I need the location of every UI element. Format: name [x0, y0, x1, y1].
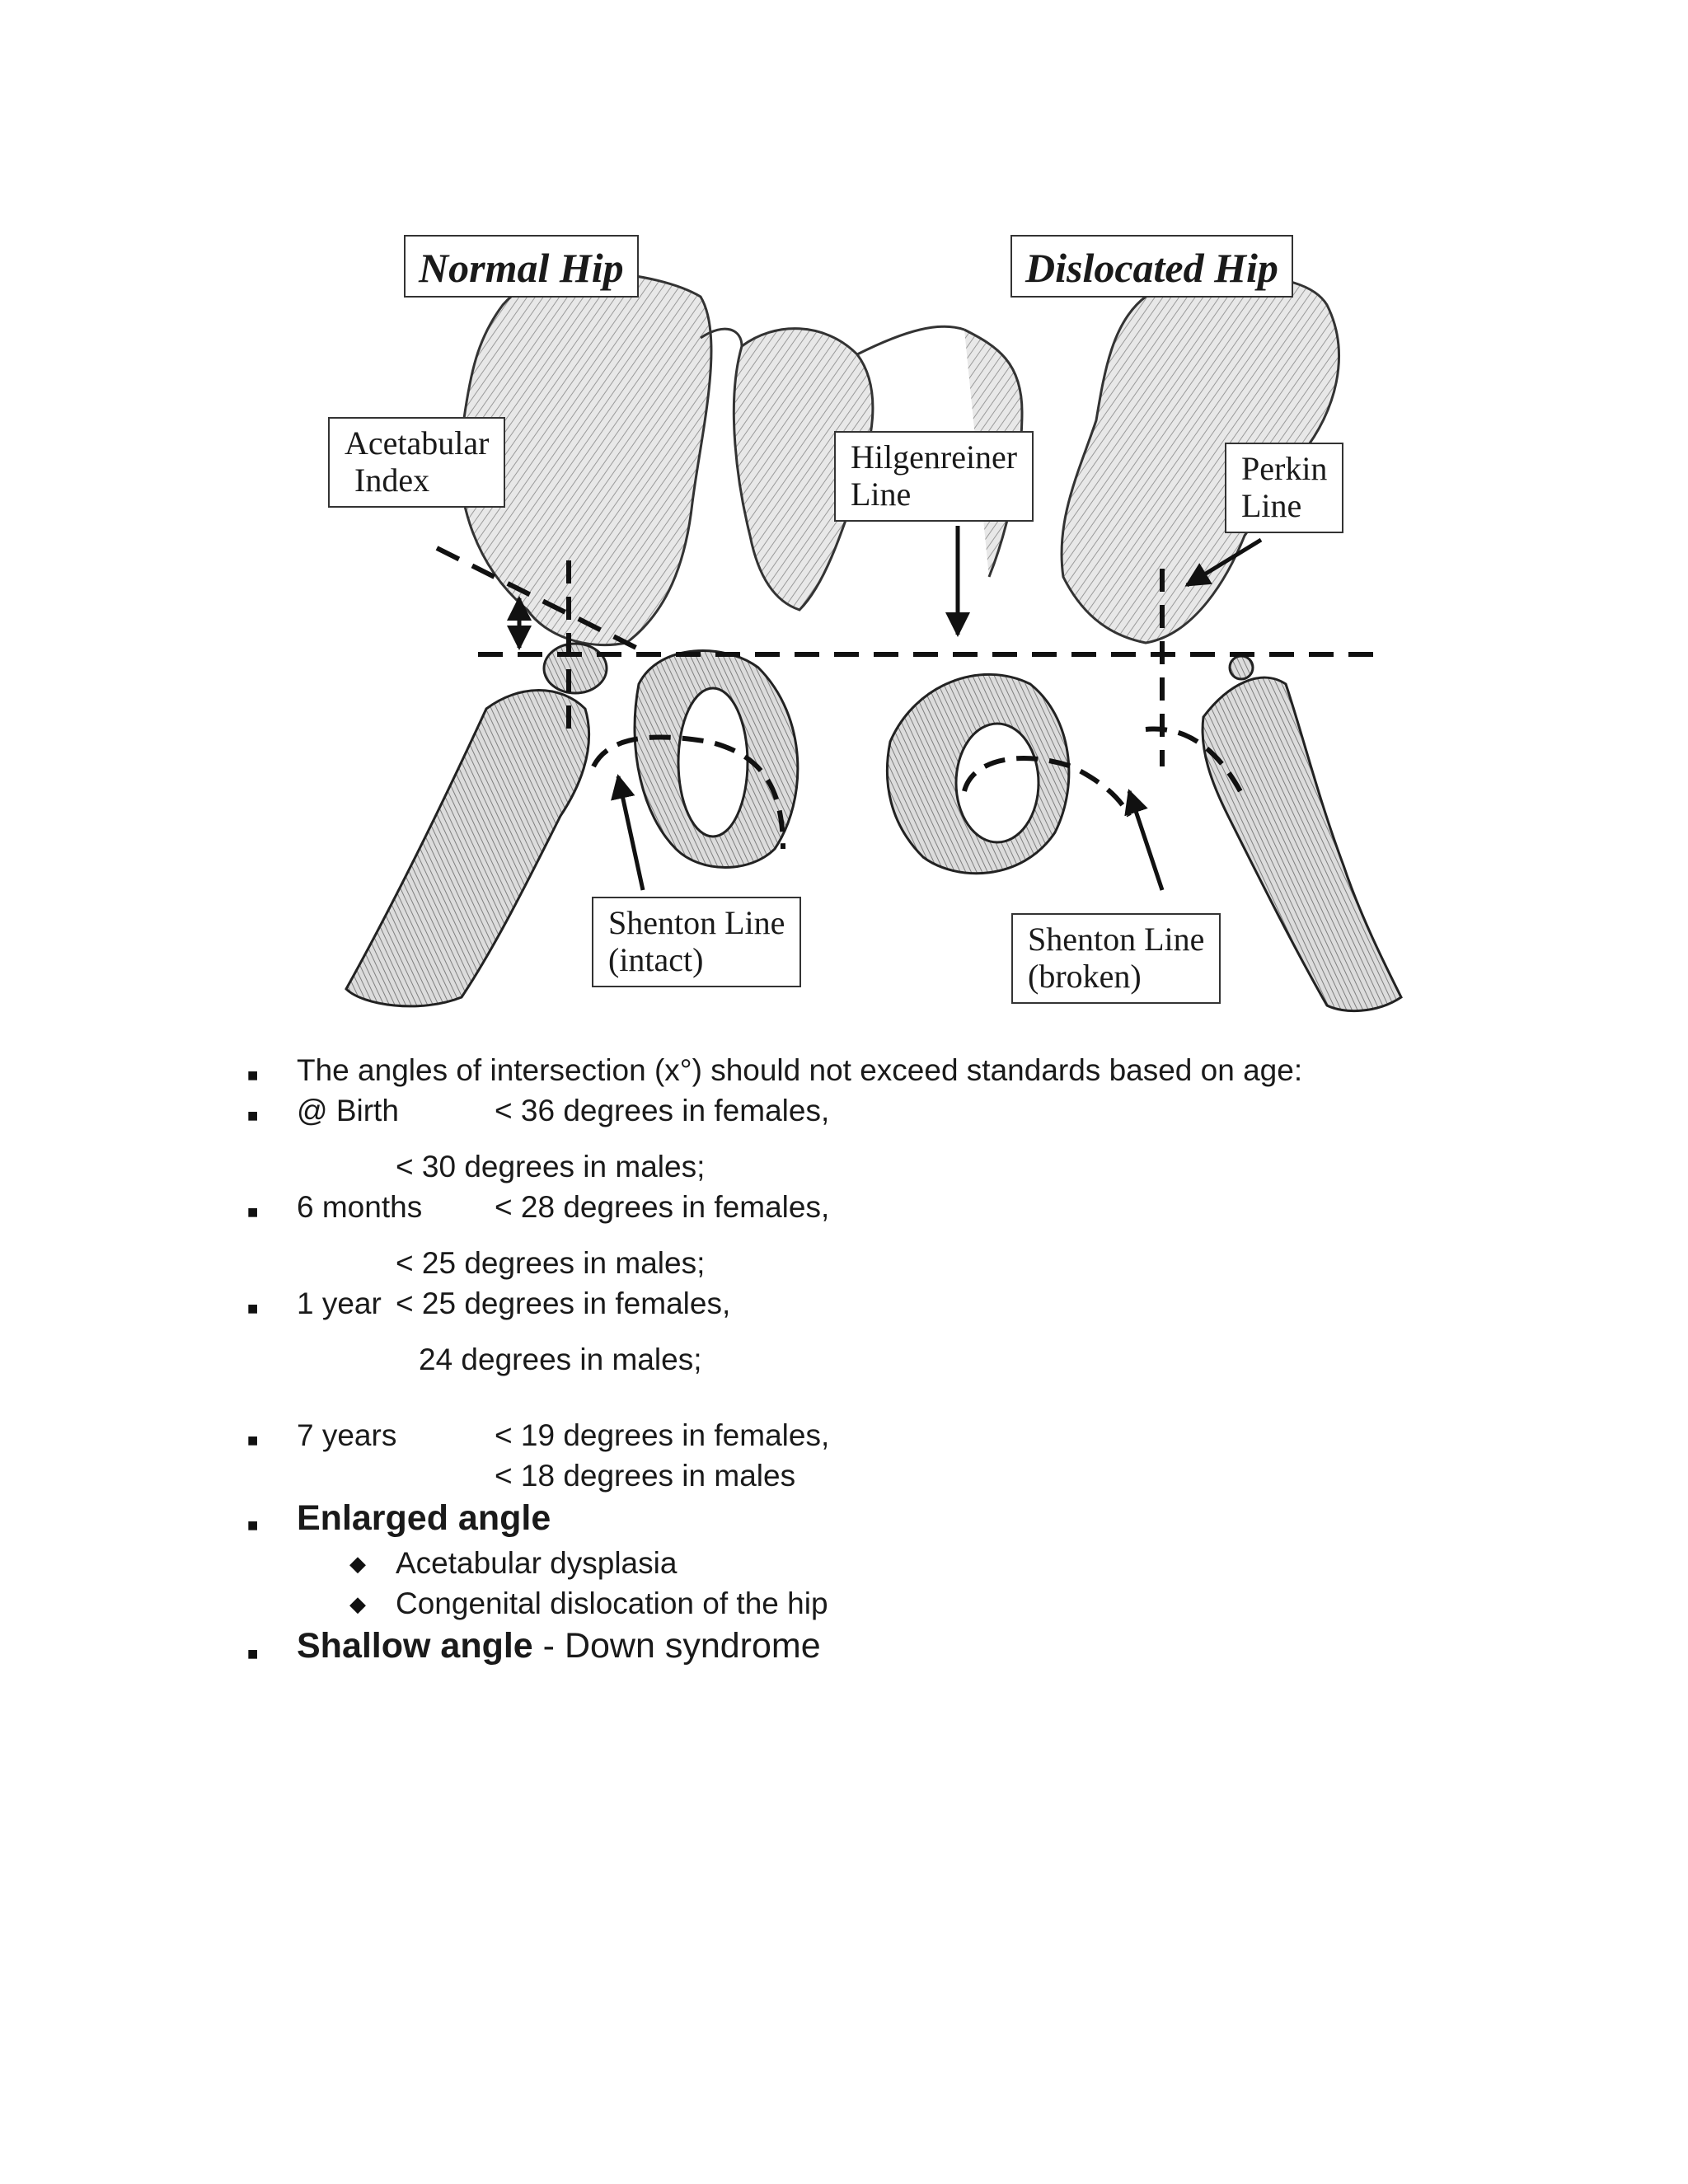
one-year-label: 1 year [297, 1286, 382, 1320]
pelvis-illustration [345, 271, 1403, 1013]
right-femur [1201, 676, 1403, 1013]
right-iliac-wing [1060, 274, 1340, 644]
seven-years-female: < 19 degrees in females, [495, 1418, 830, 1452]
diamond-icon: ◆ [349, 1591, 366, 1616]
hilgenreiner-line-label: Hilgenreiner Line [834, 431, 1034, 522]
enlarged-item: Congenital dislocation of the hip [396, 1586, 828, 1620]
six-months-label: 6 months [297, 1190, 423, 1224]
shenton-broken-label: Shenton Line (broken) [1011, 913, 1221, 1004]
normal-hip-label: Normal Hip [404, 235, 639, 298]
sacrum [732, 327, 874, 612]
dislocated-hip-label: Dislocated Hip [1010, 235, 1293, 298]
shenton-intact-label: Shenton Line (intact) [592, 897, 802, 987]
seven-years-male: < 18 degrees in males [495, 1459, 796, 1493]
bullet-icon: ■ [247, 1430, 259, 1451]
six-months-male: < 25 degrees in males; [396, 1246, 706, 1280]
shenton-intact-arc [591, 734, 785, 850]
intro-text: The angles of intersection (x°) should n… [297, 1053, 1303, 1087]
left-femur [345, 689, 591, 1008]
shallow-angle-text: - Down syndrome [532, 1626, 821, 1666]
bullet-icon: ■ [247, 1065, 259, 1085]
shenton-broken-arc [962, 756, 1132, 818]
bullet-icon: ■ [247, 1202, 259, 1222]
one-year-female: < 25 degrees in females, [396, 1286, 731, 1320]
enlarged-angle-heading: Enlarged angle [297, 1498, 551, 1538]
birth-label: @ Birth [297, 1094, 399, 1127]
acetabular-index-label: Acetabular Index [328, 417, 506, 508]
shallow-angle-line: Shallow angle - Down syndrome [297, 1626, 821, 1666]
birth-male: < 30 degrees in males; [396, 1150, 706, 1183]
bullet-icon: ■ [247, 1515, 259, 1535]
diamond-icon: ◆ [349, 1551, 366, 1576]
bullet-icon: ■ [247, 1298, 259, 1319]
hip-diagram: Normal Hip Dislocated Hip Acetabular Ind… [313, 223, 1418, 1014]
shallow-angle-heading: Shallow angle [297, 1626, 533, 1666]
bullet-icon: ■ [247, 1105, 259, 1126]
enlarged-item: Acetabular dysplasia [396, 1546, 678, 1580]
birth-female: < 36 degrees in females, [495, 1094, 830, 1127]
six-months-female: < 28 degrees in females, [495, 1190, 830, 1224]
perkin-line-label: Perkin Line [1225, 443, 1344, 533]
one-year-male: 24 degrees in males; [419, 1343, 702, 1376]
bullet-icon: ■ [247, 1643, 259, 1664]
seven-years-label: 7 years [297, 1418, 397, 1452]
